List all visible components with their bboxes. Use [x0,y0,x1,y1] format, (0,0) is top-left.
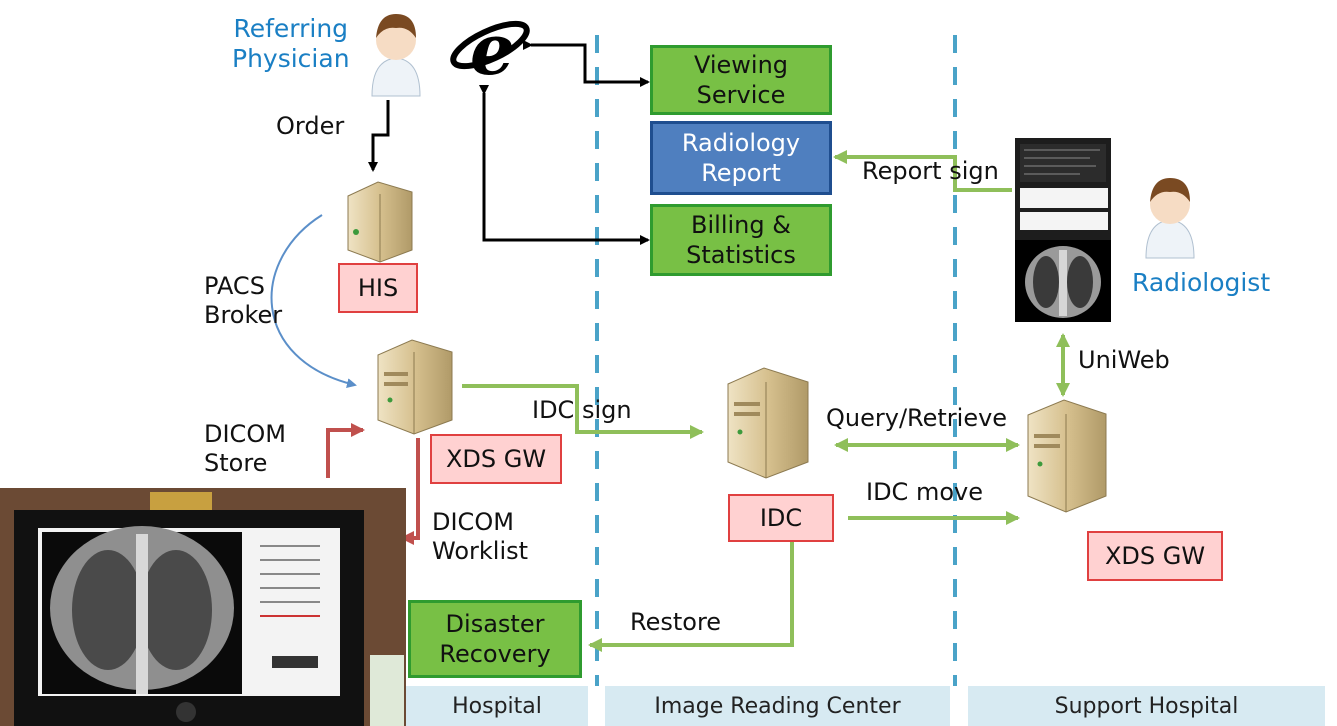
billing-statistics-box: Billing & Statistics [650,204,832,276]
arrow-dicom-store [326,423,365,478]
disaster-recovery-box: Disaster Recovery [408,600,582,678]
referring-physician-label: Referring Physician [232,14,350,73]
arrow-report-sign [833,150,1012,192]
arrow-pacs-broker [270,214,357,389]
order-label: Order [276,112,345,140]
arrow-dicom-worklist [400,438,420,545]
zone-support-hospital-label: Support Hospital [1054,693,1239,719]
radiology-report-box: Radiology Report [650,121,832,195]
arrow-browser-billing [479,85,650,245]
server-tower-icon [377,339,453,435]
zone-hospital-label: Hospital [452,693,542,719]
arrow-order [368,100,390,172]
radiologist-label: Radiologist [1132,268,1271,297]
svg-text:e: e [470,8,515,91]
uniweb-label: UniWeb [1078,346,1170,374]
xds-gw-left-box: XDS GW [430,434,562,484]
dicom-worklist-label: DICOM Worklist [432,508,529,565]
idc-box: IDC [728,494,834,542]
viewing-service-box: Viewing Service [650,45,832,115]
arrow-browser-viewing [523,40,650,87]
doctor-avatar-icon [371,14,421,97]
idc-sign-label: IDC sign [532,396,632,424]
query-retrieve-label: Query/Retrieve [826,404,1008,432]
monitor-photo [0,488,406,726]
server-tower-icon [347,181,413,263]
zone-support-hospital: Support Hospital [968,686,1325,726]
server-tower-icon [727,367,809,479]
restore-label: Restore [630,608,722,636]
his-box: HIS [338,263,418,313]
server-tower-icon [1027,399,1107,513]
dicom-store-label: DICOM Store [204,420,286,477]
doctor-avatar-icon [1145,178,1195,259]
pacs-broker-label: PACS Broker [204,272,283,329]
internet-explorer-icon: e [450,8,530,91]
idc-move-label: IDC move [866,478,983,506]
zone-hospital: Hospital [406,686,588,726]
arrow-idc-sign [462,384,704,439]
xds-gw-right-box: XDS GW [1087,531,1223,581]
zone-image-reading-center-label: Image Reading Center [654,693,901,719]
arrow-restore [588,540,794,652]
report-sign-label: Report sign [862,157,999,185]
zone-image-reading-center: Image Reading Center [605,686,950,726]
radiology-workstation-screenshot [1015,138,1111,322]
